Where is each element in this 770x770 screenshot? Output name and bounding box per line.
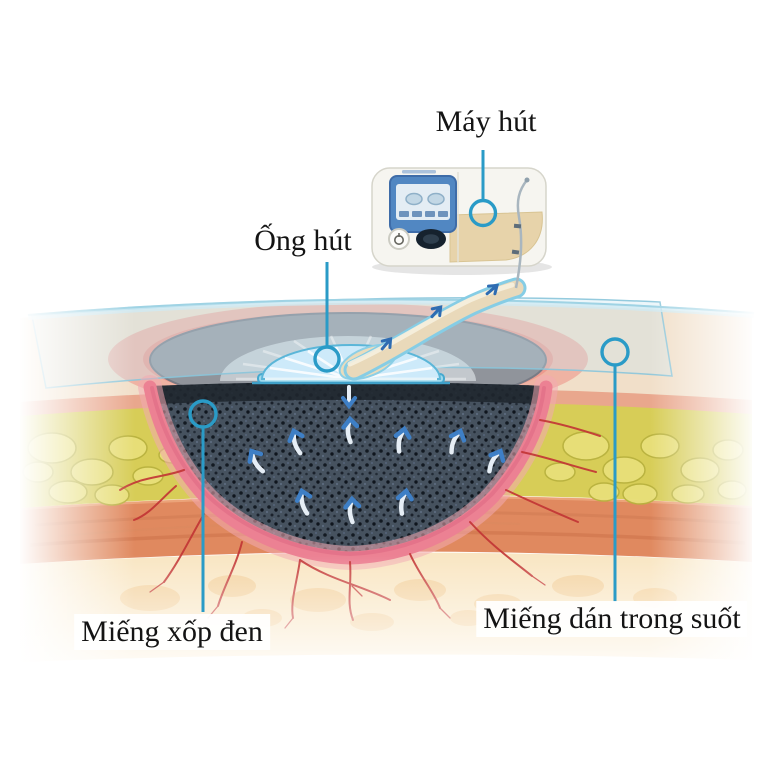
suction-machine [371,167,552,275]
thin-tube [511,177,530,289]
screen-buttons [399,192,448,217]
callout-machine [468,150,498,228]
pad-down-arrow [341,385,357,410]
callout-film [600,337,630,602]
label-tube: Ống hút [247,223,359,259]
label-machine: Máy hút [428,104,544,140]
machine-brand-mark [402,170,436,174]
callout-foam [188,399,218,612]
tube-flow-arrows [380,283,500,351]
tube-port [416,229,446,249]
power-button [388,228,410,250]
drainage-tube [338,277,527,381]
callout-tube [313,262,341,373]
label-foam: Miếng xốp đen [74,614,270,650]
label-film: Miếng dán trong suốt [476,601,748,637]
foam-body [150,382,546,558]
foam-flow-arrows [247,415,506,525]
